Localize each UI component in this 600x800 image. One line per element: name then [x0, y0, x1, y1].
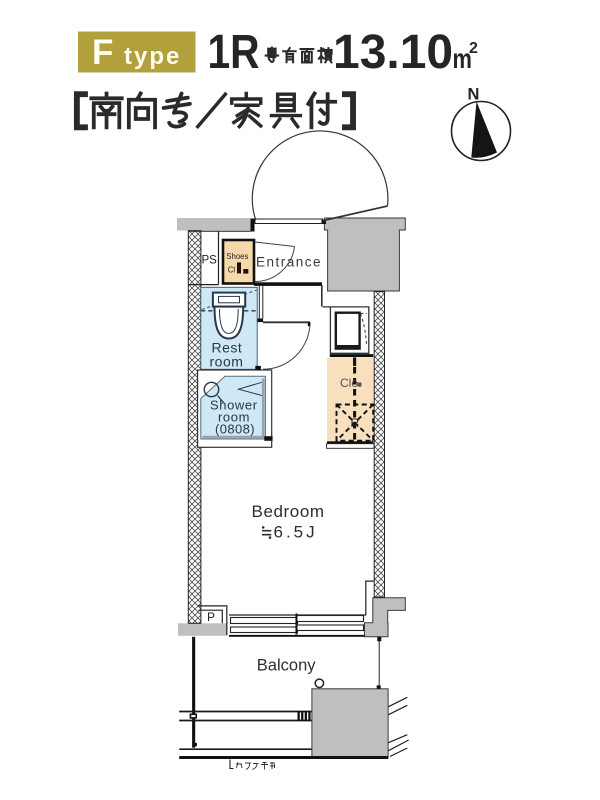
- svg-text:Shoes: Shoes: [226, 252, 248, 261]
- svg-text:6.5J: 6.5J: [274, 523, 318, 542]
- svg-text:R: R: [351, 416, 360, 430]
- svg-text:Entrance: Entrance: [256, 254, 322, 269]
- svg-text:F: F: [92, 33, 113, 72]
- svg-text:m: m: [453, 43, 472, 74]
- svg-text:type: type: [124, 43, 181, 70]
- svg-text:PS: PS: [202, 255, 218, 267]
- svg-text:1R: 1R: [208, 26, 260, 79]
- svg-text:Cl: Cl: [228, 266, 236, 275]
- svg-text:N: N: [468, 86, 480, 104]
- svg-text:Rest: Rest: [212, 340, 243, 356]
- svg-text:(0808): (0808): [215, 421, 255, 436]
- svg-text:Shower: Shower: [210, 398, 258, 413]
- svg-text:Clo.: Clo.: [340, 376, 361, 390]
- svg-text:Bedroom: Bedroom: [252, 502, 325, 521]
- svg-text:room: room: [218, 410, 250, 425]
- svg-text:Balcony: Balcony: [257, 657, 316, 675]
- svg-text:2: 2: [469, 40, 478, 57]
- svg-text:13.10: 13.10: [333, 26, 453, 79]
- svg-text:P: P: [207, 610, 215, 624]
- svg-text:room: room: [210, 353, 244, 369]
